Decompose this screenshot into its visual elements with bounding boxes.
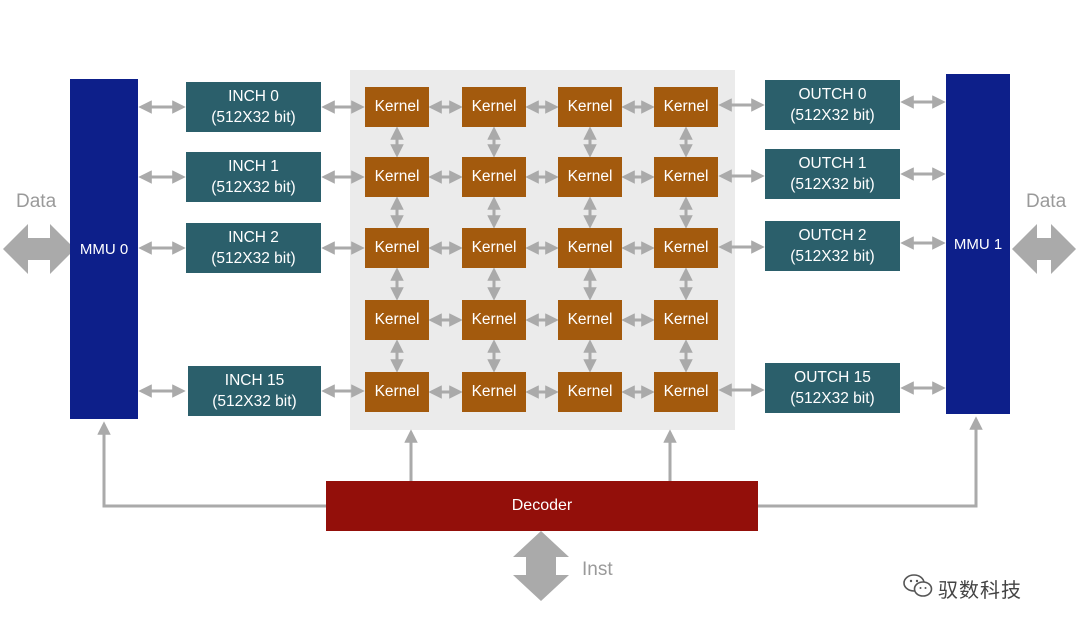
decoder-label: Decoder — [511, 497, 573, 514]
data-right-label: Data — [1026, 191, 1067, 212]
kernel-block: Kernel — [462, 228, 526, 268]
outch-2-name: OUTCH 2 — [798, 227, 867, 244]
kernel-block: Kernel — [462, 372, 526, 412]
inch-2-size: (512X32 bit) — [211, 250, 296, 267]
data-left-label: Data — [16, 191, 57, 212]
outch-15-name: OUTCH 15 — [794, 369, 871, 386]
watermark-text: 驭数科技 — [938, 580, 1022, 602]
kernel-block: Kernel — [558, 157, 622, 197]
inch-1-name: INCH 1 — [228, 158, 279, 175]
outch-1-size: (512X32 bit) — [790, 176, 875, 193]
outch-15-size: (512X32 bit) — [790, 390, 875, 407]
outch-1-name: OUTCH 1 — [798, 155, 867, 172]
inch-0-block: INCH 0 (512X32 bit) — [186, 82, 321, 132]
kernel-block: Kernel — [462, 300, 526, 340]
outch-2-block: OUTCH 2 (512X32 bit) — [765, 221, 900, 271]
kernel-block: Kernel — [365, 87, 429, 127]
inch-1-size: (512X32 bit) — [211, 179, 296, 196]
kernel-block: Kernel — [365, 157, 429, 197]
inst-arrow — [513, 531, 569, 601]
decoder-to-mmu1-arrow — [758, 416, 983, 508]
outch-0-size: (512X32 bit) — [790, 107, 875, 124]
kernel-block: Kernel — [654, 372, 718, 412]
wechat-icon — [902, 572, 934, 600]
inch-2-block: INCH 2 (512X32 bit) — [186, 223, 321, 273]
decoder-to-mmu0-arrow — [97, 421, 326, 508]
kernel-block: Kernel — [654, 228, 718, 268]
data-right-arrow — [1012, 224, 1076, 274]
outch-1-block: OUTCH 1 (512X32 bit) — [765, 149, 900, 199]
kernel-block: Kernel — [558, 372, 622, 412]
kernel-block: Kernel — [462, 87, 526, 127]
kernel-block: Kernel — [365, 228, 429, 268]
inst-label: Inst — [582, 559, 613, 580]
kernel-block: Kernel — [654, 300, 718, 340]
inch-0-size: (512X32 bit) — [211, 109, 296, 126]
kernel-block: Kernel — [365, 372, 429, 412]
kernel-block: Kernel — [654, 87, 718, 127]
decoder-block: Decoder — [326, 481, 758, 531]
mmu-1-block: MMU 1 — [946, 74, 1010, 414]
outch-0-block: OUTCH 0 (512X32 bit) — [765, 80, 900, 130]
inch-15-block: INCH 15 (512X32 bit) — [188, 366, 321, 416]
mmu-1-label: MMU 1 — [953, 233, 1003, 255]
arrow-group — [97, 95, 983, 508]
inch-15-size: (512X32 bit) — [212, 393, 297, 410]
kernel-block: Kernel — [558, 87, 622, 127]
kernel-block: Kernel — [558, 300, 622, 340]
outch-2-size: (512X32 bit) — [790, 248, 875, 265]
kernel-block: Kernel — [654, 157, 718, 197]
mmu-0-label: MMU 0 — [79, 238, 129, 260]
outch-15-block: OUTCH 15 (512X32 bit) — [765, 363, 900, 413]
kernel-block: Kernel — [365, 300, 429, 340]
kernel-block: Kernel — [462, 157, 526, 197]
outch-0-name: OUTCH 0 — [798, 86, 867, 103]
inch-1-block: INCH 1 (512X32 bit) — [186, 152, 321, 202]
data-left-arrow — [3, 224, 75, 274]
mmu-0-block: MMU 0 — [70, 79, 138, 419]
inch-15-name: INCH 15 — [224, 372, 285, 389]
kernel-block: Kernel — [558, 228, 622, 268]
inch-2-name: INCH 2 — [228, 229, 279, 246]
inch-0-name: INCH 0 — [228, 88, 279, 105]
